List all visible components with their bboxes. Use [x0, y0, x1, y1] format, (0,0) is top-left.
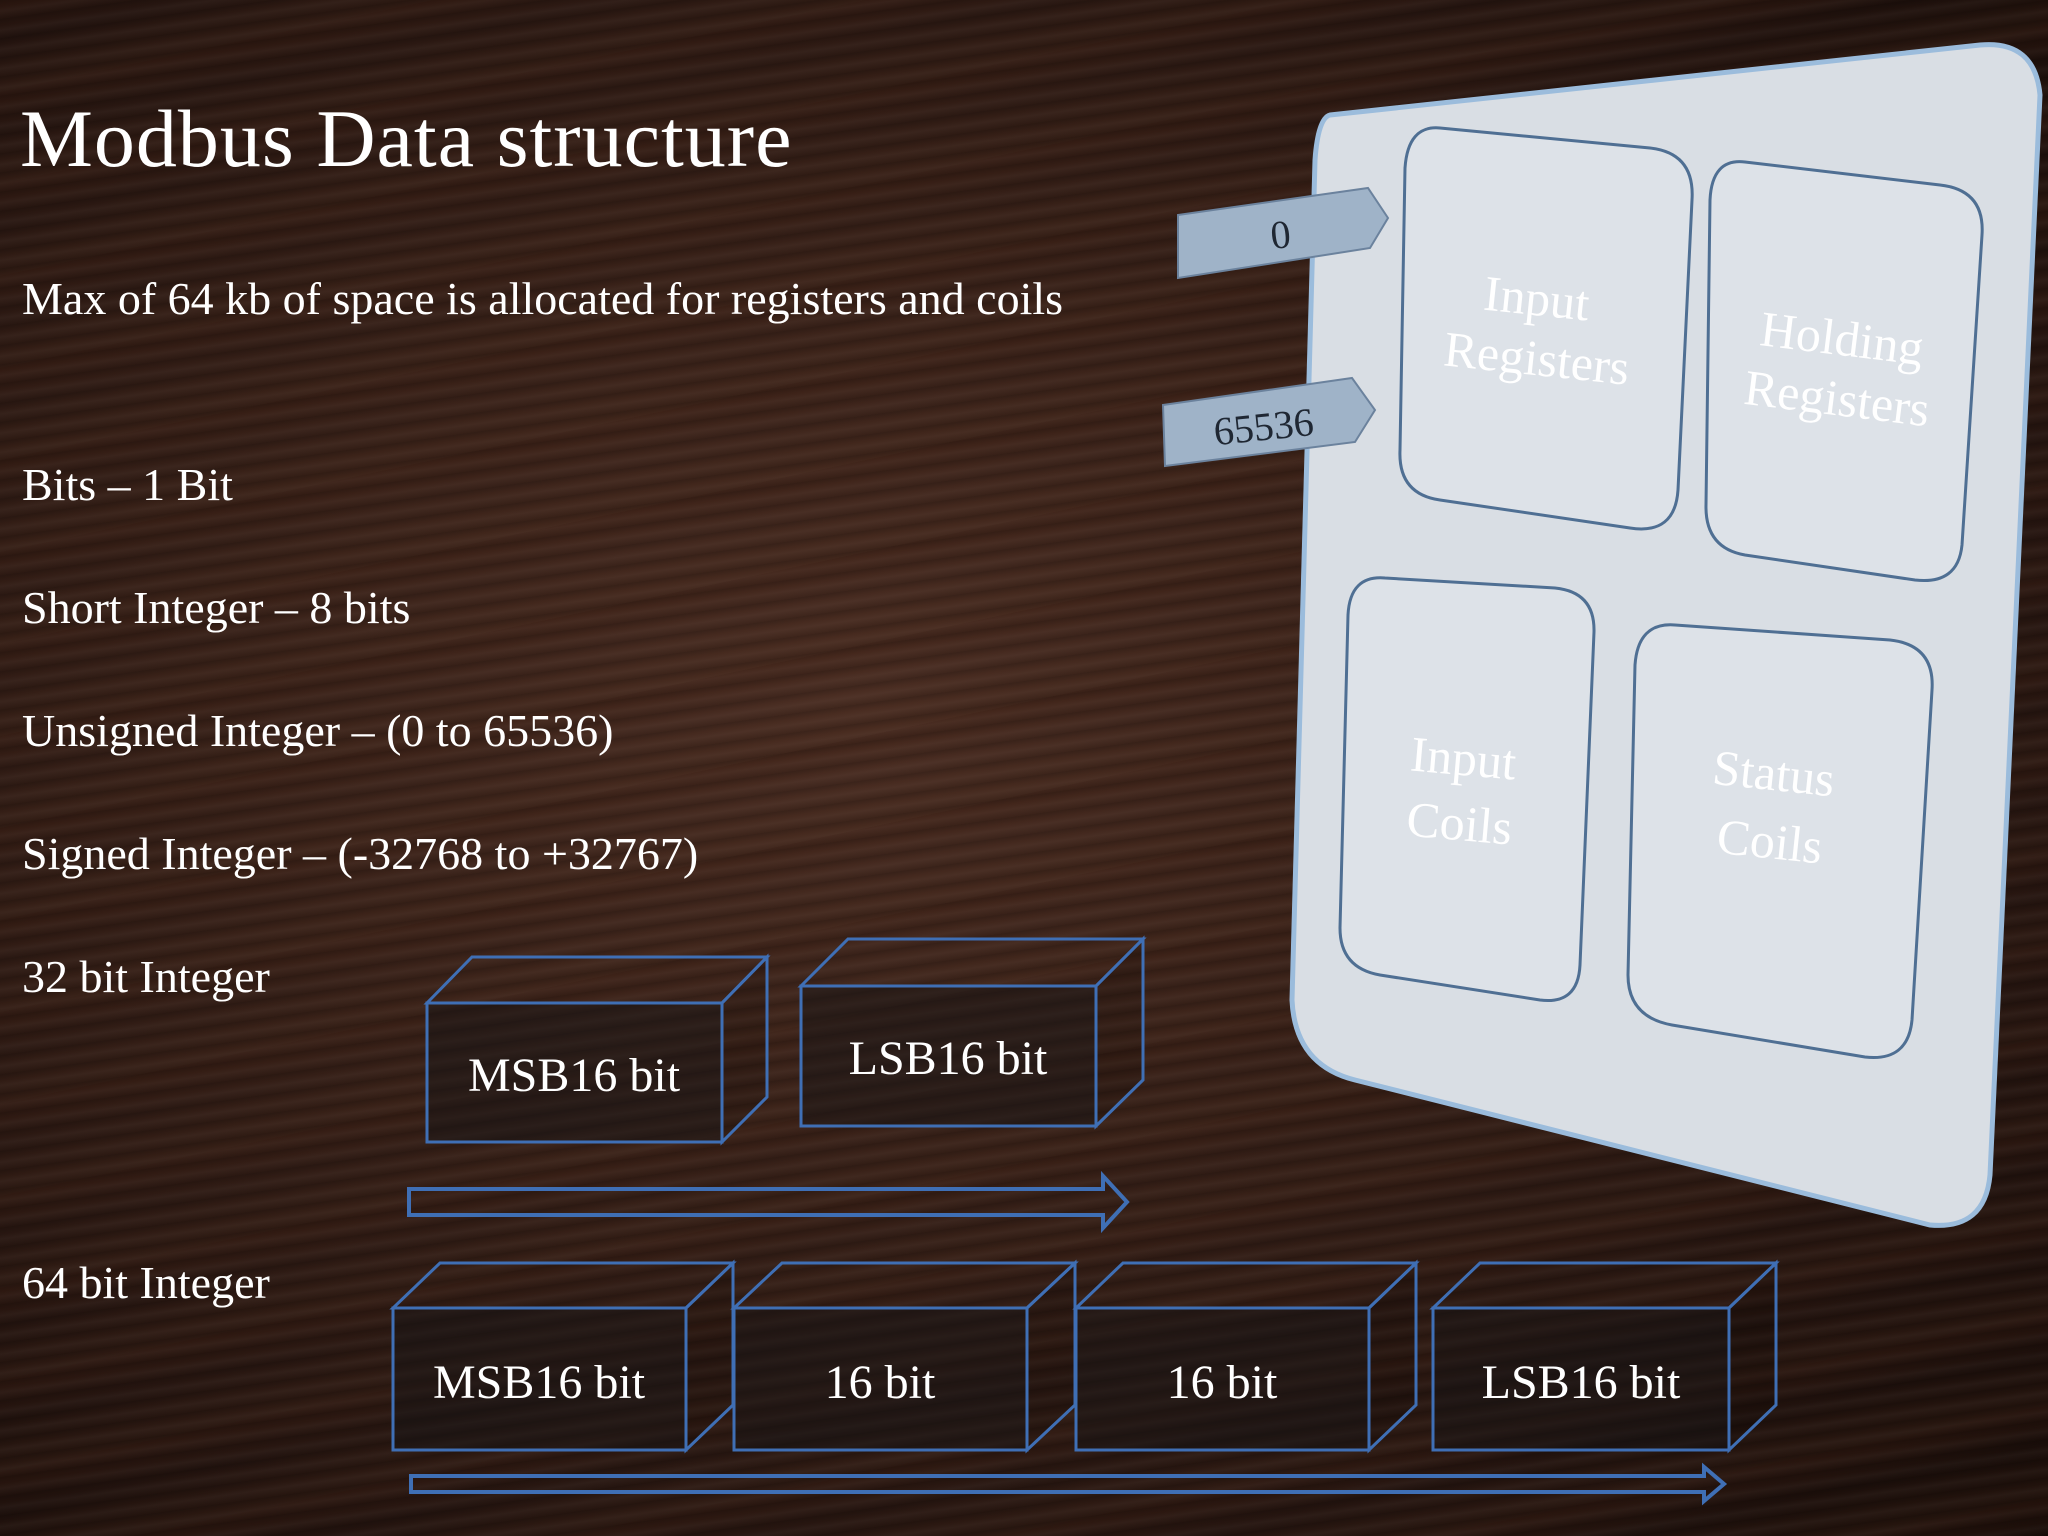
region-input-registers-line1: Input	[1481, 265, 1592, 332]
int64-block-3: 16 bit	[1072, 1259, 1420, 1454]
address-tag-65536-label: 65536	[1212, 399, 1316, 454]
int64-block-lsb: LSB16 bit	[1429, 1259, 1780, 1454]
label-32-bit-integer: 32 bit Integer	[22, 951, 270, 1002]
int64-direction-arrow	[409, 1462, 1728, 1506]
bullet-signed-integer: Signed Integer – (-32768 to +32767)	[22, 828, 699, 879]
int64-block-2-label: 16 bit	[825, 1356, 936, 1409]
address-tag-0-label: 0	[1268, 211, 1293, 258]
region-status-coils-line1: Status	[1710, 739, 1837, 807]
int64-block-msb-label: MSB16 bit	[433, 1356, 646, 1409]
region-input-coils-line2: Coils	[1404, 791, 1514, 856]
region-input-registers: Input Registers	[1398, 126, 1694, 531]
int32-block-lsb: LSB16 bit	[797, 935, 1147, 1130]
bullet-max-space: Max of 64 kb of space is allocated for r…	[22, 273, 1064, 324]
int64-block-2: 16 bit	[730, 1259, 1079, 1454]
region-input-coils: Input Coils	[1338, 576, 1596, 1003]
int64-block-3-label: 16 bit	[1167, 1356, 1278, 1409]
address-tag-0: 0	[1177, 186, 1390, 280]
int32-block-lsb-label: LSB16 bit	[849, 1032, 1048, 1085]
bullet-short-integer: Short Integer – 8 bits	[22, 582, 411, 633]
region-status-coils: Status Coils	[1626, 623, 1934, 1060]
slide-title: Modbus Data structure	[20, 93, 793, 184]
region-status-coils-line2: Coils	[1714, 808, 1825, 875]
region-holding-registers: Holding Registers	[1704, 160, 1984, 583]
address-tag-65536: 65536	[1161, 376, 1377, 468]
region-input-coils-line1: Input	[1408, 726, 1518, 791]
bullet-bits: Bits – 1 Bit	[22, 459, 233, 510]
int32-direction-arrow	[407, 1170, 1130, 1234]
memory-card: Input Registers Holding Registers Input …	[1289, 42, 2043, 1228]
label-64-bit-integer: 64 bit Integer	[22, 1257, 270, 1308]
int64-block-lsb-label: LSB16 bit	[1482, 1356, 1681, 1409]
int64-block-msb: MSB16 bit	[389, 1259, 737, 1454]
int32-block-msb-label: MSB16 bit	[468, 1049, 681, 1102]
int32-block-msb: MSB16 bit	[423, 953, 771, 1146]
bullet-unsigned-integer: Unsigned Integer – (0 to 65536)	[22, 705, 614, 756]
